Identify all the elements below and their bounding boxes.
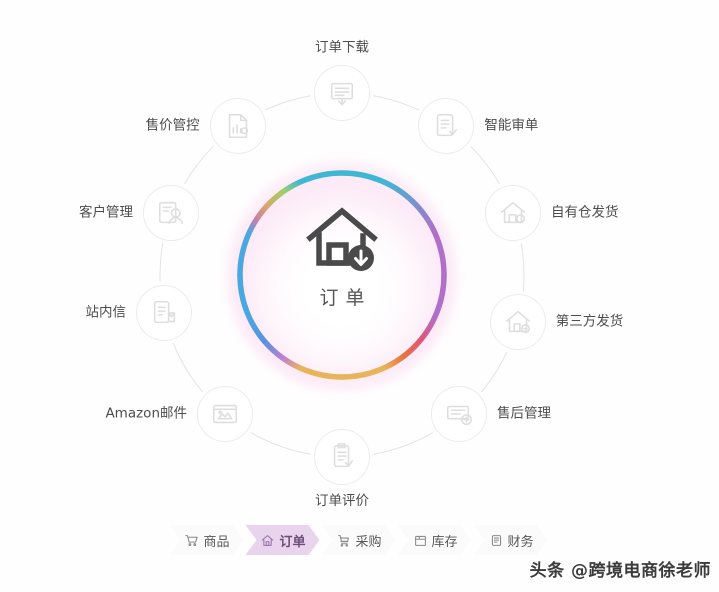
tab-underline-2 <box>255 556 307 558</box>
tab-label-4: 库存 <box>431 534 458 550</box>
tab-label-2: 订单 <box>279 534 306 550</box>
download-box-icon <box>327 78 357 108</box>
box-icon <box>414 534 427 547</box>
connector-arc <box>373 432 434 455</box>
node-8[interactable] <box>135 284 192 341</box>
tab-4[interactable]: 库存 <box>398 525 472 555</box>
node-label-6: 订单评价 <box>315 493 369 509</box>
clipboard-check-icon <box>431 111 461 141</box>
node-5[interactable] <box>430 386 487 443</box>
node-3[interactable] <box>485 184 542 241</box>
node-label-3: 自有仓发货 <box>551 204 619 220</box>
connector-arc <box>520 243 525 291</box>
connector-arc <box>264 95 311 111</box>
purchase-icon <box>337 534 350 547</box>
node-label-9: 客户管理 <box>78 204 133 220</box>
tab-label-1: 商品 <box>203 534 230 550</box>
home-warehouse-icon <box>498 198 528 228</box>
connector-arc <box>159 243 164 282</box>
tab-1[interactable]: 商品 <box>169 525 243 555</box>
center-core[interactable]: 订单 <box>272 205 412 335</box>
watermark: 头条 @跨境电商徐老师 <box>529 561 711 581</box>
node-7[interactable] <box>197 386 253 443</box>
node-1[interactable] <box>314 65 370 121</box>
node-10[interactable] <box>209 97 266 154</box>
node-label-8: 站内信 <box>85 304 126 321</box>
connector-arc <box>183 145 214 185</box>
node-label-5: 售后管理 <box>496 405 551 422</box>
tab-underline-4 <box>408 556 460 558</box>
tab-2[interactable]: 订单 <box>245 525 319 555</box>
customer-icon <box>156 198 186 228</box>
bottom-tab-bar[interactable]: 商品 订单 采购 库存 财务 <box>0 525 719 565</box>
tab-3[interactable]: 采购 <box>321 525 395 555</box>
connector-arc <box>250 432 311 455</box>
home-icon <box>261 534 274 547</box>
mail-image-icon <box>210 399 240 429</box>
home-third-icon <box>503 307 533 337</box>
tab-underline-3 <box>331 556 383 558</box>
node-9[interactable] <box>142 184 199 241</box>
node-4[interactable] <box>489 294 546 351</box>
node-label-7: Amazon邮件 <box>105 405 187 422</box>
tab-label-3: 采购 <box>355 534 382 550</box>
connector-arc <box>481 351 508 393</box>
tab-underline-1 <box>179 556 231 558</box>
connector-arc <box>373 95 420 111</box>
connector-arc <box>470 145 501 185</box>
radial-diagram: 订单 订单下载智能审单自有仓发货第三方发货售后管理订单评价 Amazon邮件 站内信… <box>78 39 624 509</box>
node-label-2: 智能审单 <box>484 117 539 134</box>
price-chart-icon <box>223 111 253 141</box>
node-label-1: 订单下载 <box>315 39 369 56</box>
tab-underline-5 <box>484 556 536 558</box>
tab-5[interactable]: 财务 <box>474 525 548 555</box>
message-icon <box>149 298 179 328</box>
aftersale-icon <box>444 399 474 429</box>
connector-arc <box>172 343 203 393</box>
node-label-4: 第三方发货 <box>555 313 624 330</box>
node-6[interactable] <box>314 429 370 485</box>
tab-label-5: 财务 <box>507 534 534 550</box>
node-label-10: 售价管控 <box>145 117 200 134</box>
center-label: 订单 <box>319 287 372 309</box>
node-2[interactable] <box>418 97 475 154</box>
finance-icon <box>490 534 503 547</box>
house-download-icon <box>306 207 378 271</box>
cart-icon <box>185 534 198 547</box>
review-icon <box>327 442 357 472</box>
rainbow-ring <box>237 170 447 380</box>
